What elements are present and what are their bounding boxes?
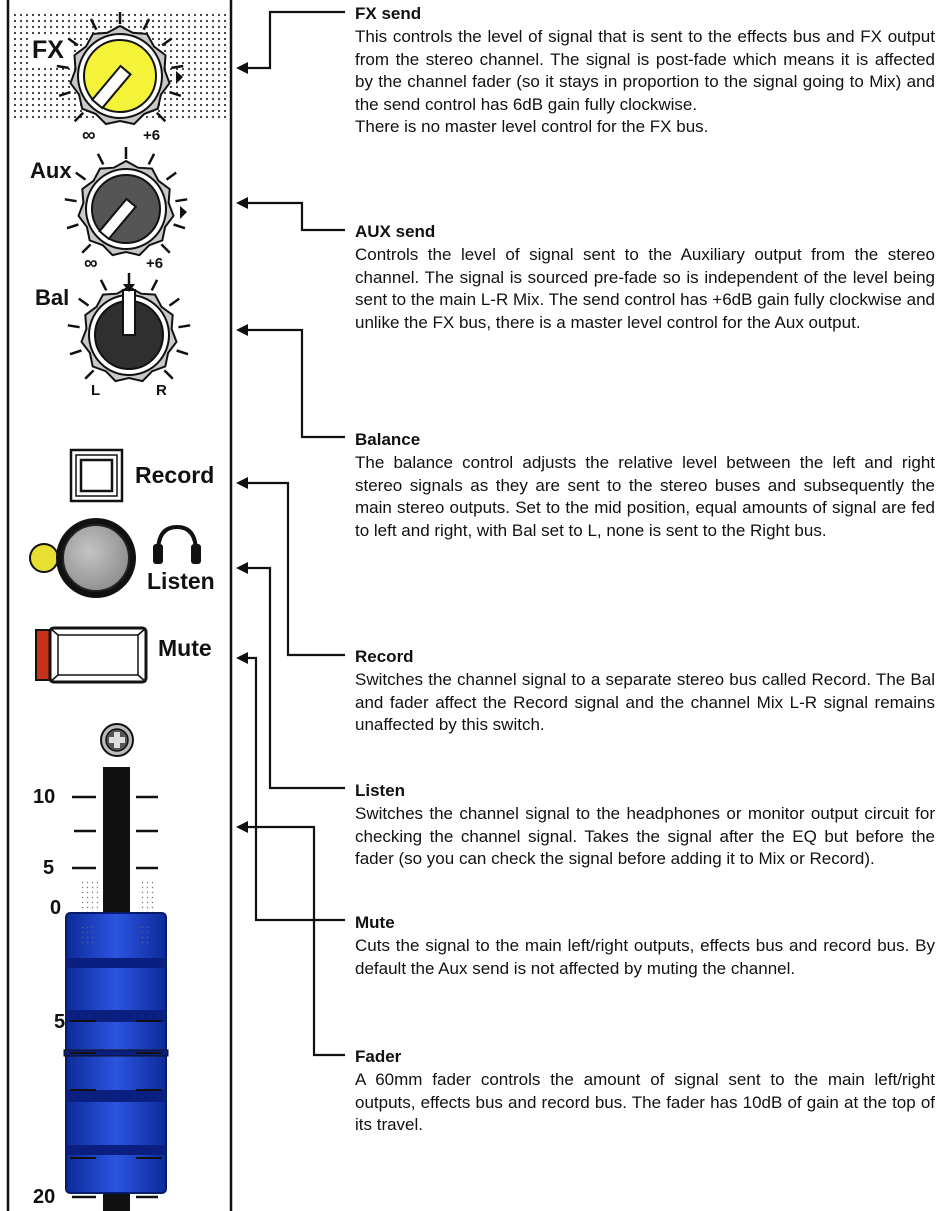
- fader-scale: [72, 795, 158, 1199]
- fx-min-label: ∞: [82, 125, 96, 146]
- bal-left-label: L: [91, 382, 101, 399]
- fx-scale-tick: [73, 111, 85, 123]
- record-button[interactable]: [69, 448, 124, 503]
- fader-title: Fader: [355, 1047, 402, 1066]
- fader-body: A 60mm fader controls the amount of sign…: [355, 1070, 935, 1134]
- fx-scale-tick: [171, 64, 184, 70]
- bal-scale-tick: [84, 369, 95, 380]
- mute-description: Mute Cuts the signal to the main left/ri…: [355, 913, 935, 980]
- fx-send-description: FX send This controls the level of signa…: [355, 4, 935, 139]
- callout-arrowheads: [236, 62, 248, 833]
- aux-scale-tick: [75, 171, 87, 181]
- aux-send-title: AUX send: [355, 222, 436, 241]
- aux-scale-tick: [96, 153, 105, 165]
- mute-title: Mute: [355, 913, 395, 932]
- record-description: Record Switches the channel signal to a …: [355, 647, 935, 737]
- scale-label-20: 20: [33, 1186, 56, 1208]
- bal-scale-tick: [150, 279, 159, 291]
- bal-scale-tick: [176, 349, 189, 356]
- scale-label-5-lower: 5: [54, 1011, 66, 1033]
- listen-label: Listen: [147, 568, 215, 594]
- fader-cap[interactable]: [63, 912, 169, 1194]
- fx-send-title: FX send: [355, 4, 422, 23]
- listen-button[interactable]: [56, 518, 136, 598]
- balance-title: Balance: [355, 430, 421, 449]
- aux-max-label: +6: [146, 255, 164, 272]
- scale-label-10: 10: [33, 786, 56, 808]
- fx-scale-tick: [58, 90, 71, 97]
- aux-label: Aux: [30, 158, 72, 183]
- mute-button[interactable]: [48, 626, 148, 684]
- aux-min-label: ∞: [84, 253, 98, 274]
- aux-scale-tick: [165, 171, 177, 181]
- fx-max-label: +6: [143, 127, 161, 144]
- aux-scale-tick: [175, 198, 188, 203]
- listen-body: Switches the channel signal to the headp…: [355, 804, 935, 868]
- aux-scale-tick: [173, 223, 186, 230]
- mute-body: Cuts the signal to the main left/right o…: [355, 936, 935, 978]
- aux-scale-tick: [81, 243, 92, 254]
- balance-body: The balance control adjusts the relative…: [355, 453, 935, 540]
- bal-scale-tick: [67, 324, 80, 329]
- bal-scale-tick: [99, 279, 108, 291]
- aux-knob[interactable]: [64, 147, 188, 257]
- scale-label-5: 5: [43, 857, 55, 879]
- mute-label: Mute: [158, 635, 212, 661]
- aux-scale-tick: [66, 223, 79, 230]
- headphones-icon: [153, 524, 201, 564]
- aux-send-body: Controls the level of signal sent to the…: [355, 245, 935, 332]
- record-label: Record: [135, 462, 215, 488]
- fx-scale-tick: [169, 90, 182, 97]
- bal-label: Bal: [35, 285, 70, 310]
- listen-led: [29, 543, 59, 573]
- bal-scale-tick: [78, 297, 90, 307]
- callout-lines: [244, 10, 345, 1057]
- fx-send-note: There is no master level control for the…: [355, 117, 709, 136]
- aux-scale-tick: [64, 198, 77, 203]
- bal-scale-tick: [69, 349, 82, 356]
- record-title: Record: [355, 647, 414, 666]
- listen-description: Listen Switches the channel signal to th…: [355, 781, 935, 871]
- balance-description: Balance The balance control adjusts the …: [355, 430, 935, 542]
- fx-label: FX: [32, 36, 64, 64]
- aux-scale-tick: [160, 243, 171, 254]
- fader-description: Fader A 60mm fader controls the amount o…: [355, 1047, 935, 1137]
- bal-scale-tick: [163, 369, 174, 380]
- scale-label-0: 0: [50, 897, 62, 919]
- fader-screw-icon: [100, 723, 134, 757]
- record-body: Switches the channel signal to a separat…: [355, 670, 935, 734]
- aux-send-description: AUX send Controls the level of signal se…: [355, 222, 935, 334]
- fx-scale-tick: [67, 37, 79, 47]
- aux-scale-tick: [147, 153, 156, 165]
- bal-scale-tick: [178, 324, 191, 329]
- fx-scale-tick: [155, 111, 167, 123]
- fx-scale-tick: [56, 64, 69, 70]
- fx-label-bg: [28, 36, 70, 68]
- fx-scale-tick: [142, 18, 151, 31]
- fx-scale-tick: [89, 18, 98, 31]
- bal-scale-tick: [168, 297, 180, 307]
- fx-knob[interactable]: [56, 12, 184, 126]
- fx-scale-tick: [161, 37, 173, 47]
- listen-title: Listen: [355, 781, 406, 800]
- bal-right-label: R: [156, 382, 167, 399]
- balance-knob[interactable]: [67, 273, 191, 383]
- fx-send-body: This controls the level of signal that i…: [355, 27, 935, 114]
